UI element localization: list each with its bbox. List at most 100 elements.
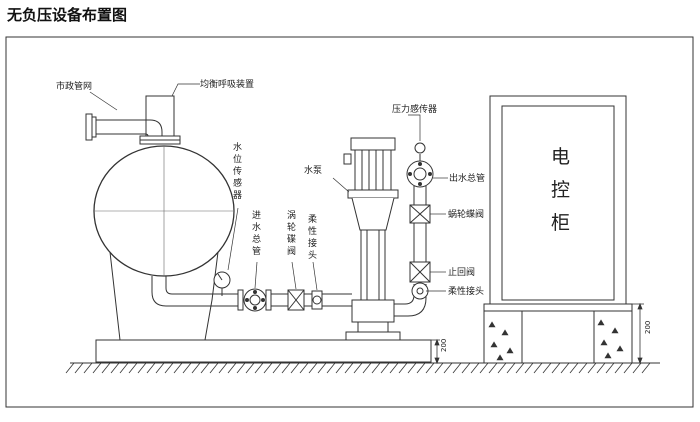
ground-hatch-line: [362, 362, 372, 374]
ground-hatch-line: [524, 362, 534, 374]
ground-hatch-line: [380, 362, 390, 374]
label-flexible-joint-right: 柔性接头: [448, 285, 484, 297]
ground-hatch-line: [641, 362, 651, 374]
ground-hatch-line: [128, 362, 138, 374]
flexible-joint-char: 头: [308, 250, 317, 261]
aggregate-mark: [604, 352, 612, 359]
ground-hatch-line: [299, 362, 309, 374]
base-dimension: [431, 338, 440, 365]
ground-hatch-line: [506, 362, 516, 374]
flexible-joint-char: 性: [308, 225, 317, 237]
ground-hatch-line: [92, 362, 102, 374]
municipal-pipe: [85, 113, 163, 141]
check-valve: [409, 261, 431, 283]
label-pressure-sensor: 压力感传器: [392, 103, 437, 115]
ground-hatch-line: [101, 362, 111, 374]
label-municipal-pipe: 市政管网: [56, 80, 92, 92]
worm-butterfly-valve-char: 碟: [287, 234, 296, 245]
ground-hatch-line: [614, 362, 624, 374]
control-cabinet: [489, 95, 627, 305]
ground-hatch-line: [119, 362, 129, 374]
ground-hatch-line: [191, 362, 201, 374]
ground-hatch-line: [200, 362, 210, 374]
ground-hatch-line: [182, 362, 192, 374]
water-level-sensor-char: 感: [233, 177, 242, 189]
ground-hatch-line: [560, 362, 570, 374]
ground-hatch-line: [83, 362, 93, 374]
aggregate-mark: [488, 321, 496, 328]
label-worm-butterfly-valve-right: 蜗轮蝶阀: [448, 208, 484, 220]
ground-hatch-line: [344, 362, 354, 374]
leader-lines: [89, 83, 448, 292]
outlet-main-flange: [406, 160, 434, 188]
ground-hatch-line: [164, 362, 174, 374]
ground-hatch-line: [335, 362, 345, 374]
ground-hatch-line: [218, 362, 228, 374]
ground-hatch-line: [407, 362, 417, 374]
water-pump: [343, 137, 401, 341]
aggregate-mark: [611, 327, 619, 334]
ground-hatch-line: [74, 362, 84, 374]
ground-hatch-line: [479, 362, 489, 374]
plinth-aggregate: [488, 319, 624, 361]
pressure-gauge: [213, 271, 231, 296]
ground-hatch-line: [623, 362, 633, 374]
ground-hatch-line: [425, 362, 435, 374]
aggregate-mark: [490, 341, 498, 348]
label-balance-breather: 均衡呼吸装置: [200, 78, 254, 90]
ground-hatch-line: [416, 362, 426, 374]
cabinet-dimension: [632, 302, 644, 365]
drawing-frame: [5, 36, 694, 408]
worm-butterfly-valve: [287, 289, 305, 311]
ground-hatch-line: [605, 362, 615, 374]
ground-hatch-line: [65, 362, 75, 374]
equipment-base: [95, 339, 432, 363]
water-level-sensor-char: 器: [233, 190, 242, 201]
water-level-sensor-char: 传: [233, 165, 242, 177]
ground-hatch-line: [371, 362, 381, 374]
ground-hatch-line: [497, 362, 507, 374]
ground-hatch-line: [632, 362, 642, 374]
outlet-elbow-flange: [411, 282, 429, 300]
ground-hatch-line: [317, 362, 327, 374]
ground-hatch-line: [146, 362, 156, 374]
aggregate-mark: [496, 354, 504, 361]
inlet-main-char: 管: [252, 245, 261, 257]
worm-butterfly-valve-char: 阀: [287, 246, 296, 257]
aggregate-mark: [600, 339, 608, 346]
pressure-sensor: [414, 142, 426, 161]
aggregate-mark: [597, 319, 605, 326]
label-outlet-main: 出水总管: [449, 172, 485, 184]
label-check-valve: 止回阀: [448, 266, 475, 278]
inlet-main-char: 水: [252, 221, 261, 233]
flexible-joint-char: 接: [308, 237, 317, 249]
ground-hatch-line: [542, 362, 552, 374]
flexible-joint-char: 柔: [308, 214, 317, 225]
cabinet-dimension-value: 200: [644, 321, 652, 334]
ground-hatch-line: [389, 362, 399, 374]
inlet-main-char: 总: [252, 233, 261, 245]
inlet-main-char: 进: [252, 210, 261, 221]
ground-hatch-line: [236, 362, 246, 374]
ground-hatch-line: [110, 362, 120, 374]
ground-hatch-line: [470, 362, 480, 374]
ground-hatch-line: [578, 362, 588, 374]
vertical-label-leaders: [227, 207, 318, 291]
worm-butterfly-valve-char: 轮: [287, 221, 296, 233]
page-title: 无负压设备布置图: [7, 6, 128, 24]
ground-hatch-line: [272, 362, 282, 374]
base-dimension-value: 200: [440, 339, 448, 352]
water-level-sensor-char: 位: [233, 153, 242, 165]
ground-hatch-line: [488, 362, 498, 374]
ground-hatch-line: [353, 362, 363, 374]
ground-hatch-line: [290, 362, 300, 374]
ground-hatch-line: [443, 362, 453, 374]
cabinet-char-1: 电: [551, 146, 570, 168]
label-pump: 水泵: [304, 164, 322, 176]
ground-hatch-line: [209, 362, 219, 374]
ground-hatch-line: [533, 362, 543, 374]
ground-hatch-line: [326, 362, 336, 374]
ground-hatch-line: [281, 362, 291, 374]
